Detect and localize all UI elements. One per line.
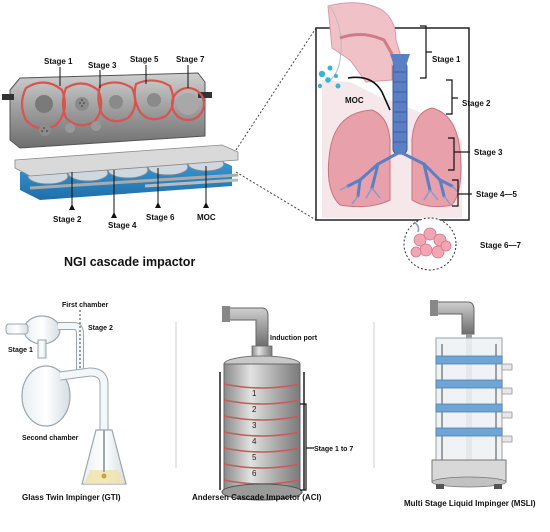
msli-caption: Multi Stage Liquid Impinger (MSLI) [404, 499, 536, 508]
gti-label-stage2: Stage 2 [88, 325, 113, 332]
gti-label-stage1: Stage 1 [8, 347, 33, 354]
aci-label-induction-port: Induction port [270, 335, 318, 342]
ngi-label-stage2: Stage 2 [53, 215, 82, 224]
msli-apparatus: Multi Stage Liquid Impinger (MSLI) [404, 300, 536, 508]
gti-inlet [5, 323, 29, 335]
trachea [392, 61, 408, 155]
gti-label-second-chamber: Second chamber [22, 435, 79, 442]
ngi-label-stage6: Stage 6 [146, 213, 175, 222]
ngi-leader-tips [69, 202, 209, 218]
aci-body [223, 363, 301, 496]
airway-label-stage2: Stage 2 [462, 99, 491, 108]
ngi-connector-lines [235, 27, 317, 221]
aci-plate-5: 5 [252, 453, 257, 462]
ngi-label-stage4: Stage 4 [108, 221, 137, 230]
oral-cavity [339, 33, 394, 55]
aci-label-stages: Stage 1 to 7 [314, 446, 353, 453]
airway-label-stage67: Stage 6—7 [480, 241, 521, 250]
aci-plate-4: 4 [252, 437, 257, 446]
ngi-label-stage1: Stage 1 [44, 57, 73, 66]
aci-base [221, 483, 303, 501]
airway-brackets [420, 25, 472, 207]
ngi-label-stage3: Stage 3 [88, 61, 117, 70]
aci-induction-port [227, 307, 269, 347]
gti-second-chamber [21, 365, 71, 427]
ngi-label-moc: MOC [197, 213, 216, 222]
gti-drop [101, 473, 107, 479]
ngi-tray-frame [14, 144, 239, 177]
gti-arm-inner [59, 368, 108, 430]
gti-bend-outer [58, 322, 84, 372]
aci-plate-1: 1 [252, 389, 257, 398]
airway-label-stage1: Stage 1 [432, 55, 461, 64]
ngi-nozzles [35, 93, 199, 136]
gti-caption: Glass Twin Impinger (GTI) [22, 493, 121, 502]
alveoli [403, 217, 457, 271]
bronchial-tree [346, 150, 454, 198]
msli-base-bottom [431, 476, 507, 488]
ngi-label-stage5: Stage 5 [130, 55, 159, 64]
airway-label-stage45: Stage 4—5 [476, 190, 517, 199]
ngi-title: NGI cascade impactor [64, 255, 195, 269]
aci-plate-2: 2 [252, 405, 257, 414]
ngi-lid [9, 72, 206, 149]
aci-caption: Andersen Cascade Impactor (ACI) [192, 493, 322, 502]
gti-apparatus: First chamber Stage 2 Stage 1 Second cha… [5, 302, 127, 502]
bronchioles [339, 185, 459, 205]
panel-dividers [175, 322, 375, 468]
ngi-handle-bar [144, 178, 239, 188]
ngi-handle-left [2, 94, 14, 100]
ngi-leaders [59, 65, 207, 216]
head-silhouette [327, 2, 403, 83]
lung-right [411, 107, 462, 208]
moc-arrow [347, 76, 391, 111]
ngi-rail-front [29, 173, 239, 190]
aci-port-mouth [222, 306, 230, 322]
aci-plate-6: 6 [252, 469, 257, 478]
msli-stage-plates [435, 355, 503, 437]
aci-apparatus: 1 2 3 4 5 6 Stage 1 to 7 Induction port … [192, 306, 353, 502]
airway-label-stage3: Stage 3 [474, 148, 503, 157]
ngi-impactor: Stage 1 Stage 3 Stage 5 Stage 7 Stage 2 … [2, 55, 239, 269]
larynx [390, 54, 410, 66]
aci-stage-rings [223, 383, 301, 485]
msli-feet [436, 484, 502, 489]
airway-panel: MOC Stage 1 Stage 2 Stage 3 Stage 4—5 [315, 2, 521, 271]
ngi-gaskets [20, 79, 206, 130]
gti-label-first-chamber: First chamber [62, 302, 109, 309]
msli-inlet [435, 301, 475, 335]
aci-plate-numbers: 1 2 3 4 5 6 [252, 389, 257, 478]
aci-plate-3: 3 [252, 421, 257, 430]
ngi-jet-holes [41, 99, 85, 132]
aci-stage-bracket [300, 403, 314, 491]
particles [317, 65, 341, 89]
gti-bend-inner [58, 323, 83, 372]
gti-neck [37, 339, 47, 359]
msli-side-ports [501, 363, 513, 443]
airway-label-moc: MOC [345, 96, 364, 105]
msli-inlet-mouth [430, 300, 438, 316]
ngi-label-stage7: Stage 7 [176, 55, 205, 64]
ngi-handle-right [198, 92, 212, 98]
